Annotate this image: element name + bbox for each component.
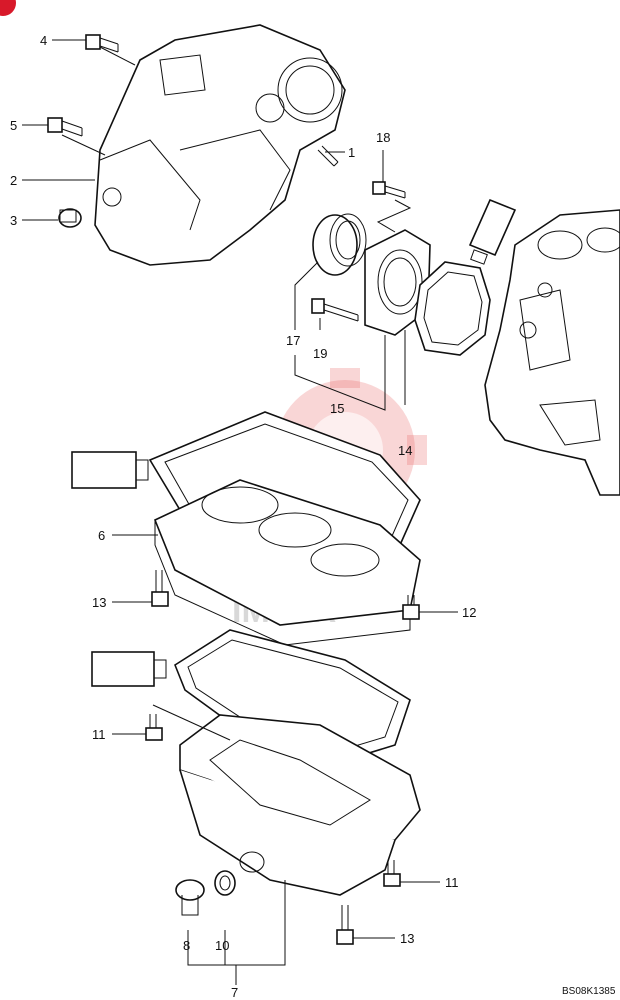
callout-17: 17 [286,333,300,348]
drain-plug-8 [175,879,205,916]
callout-12: 12 [462,605,476,620]
lower-oil-pan-gasket [174,629,411,766]
callout-11-right: 11 [445,875,459,890]
callout-labels: 4 5 2 3 1 18 17 19 15 14 6 13 12 11 11 1… [10,33,476,1000]
callout-1: 1 [348,145,355,160]
callout-7: 7 [231,985,238,1000]
callout-18: 18 [376,130,390,145]
bolt-18 [372,181,406,199]
bolt-11-left [145,714,163,741]
engine-block [484,209,620,496]
callout-13-lower: 13 [400,931,414,946]
callout-6: 6 [98,528,105,543]
sealant-tube-lower [91,651,167,687]
callout-13-upper: 13 [92,595,106,610]
bolt-13-upper [151,570,169,607]
callout-11-left: 11 [92,727,106,742]
gasket-14 [414,261,491,356]
sealant-tube-middle [71,451,149,489]
seal-retainer-15 [364,229,431,336]
oil-seal-17 [312,213,367,276]
callout-5: 5 [10,118,17,133]
washer-10 [214,870,236,896]
callout-14: 14 [398,443,412,458]
bolt-13-lower [336,905,354,945]
callout-4: 4 [40,33,47,48]
callout-8: 8 [183,938,190,953]
flywheel-housing [94,24,346,266]
bolt-19 [311,298,359,322]
callout-15: 15 [330,401,344,416]
leader-lines [22,39,458,985]
drawing-code: BS08K1385 [562,986,616,997]
callout-10: 10 [215,938,229,953]
callout-2: 2 [10,173,17,188]
bolt-11-right [383,860,401,887]
bolt-5 [47,117,83,137]
oil-pan-7 [179,714,421,896]
bolt-4 [85,34,119,53]
callout-19: 19 [313,346,327,361]
sealant-tube-upper [468,198,517,265]
callout-3: 3 [10,213,17,228]
brand-corner-badge [0,0,16,16]
upper-oil-pan-6 [153,479,421,646]
dowel-pin-1 [317,145,339,167]
plug-3 [58,208,82,228]
